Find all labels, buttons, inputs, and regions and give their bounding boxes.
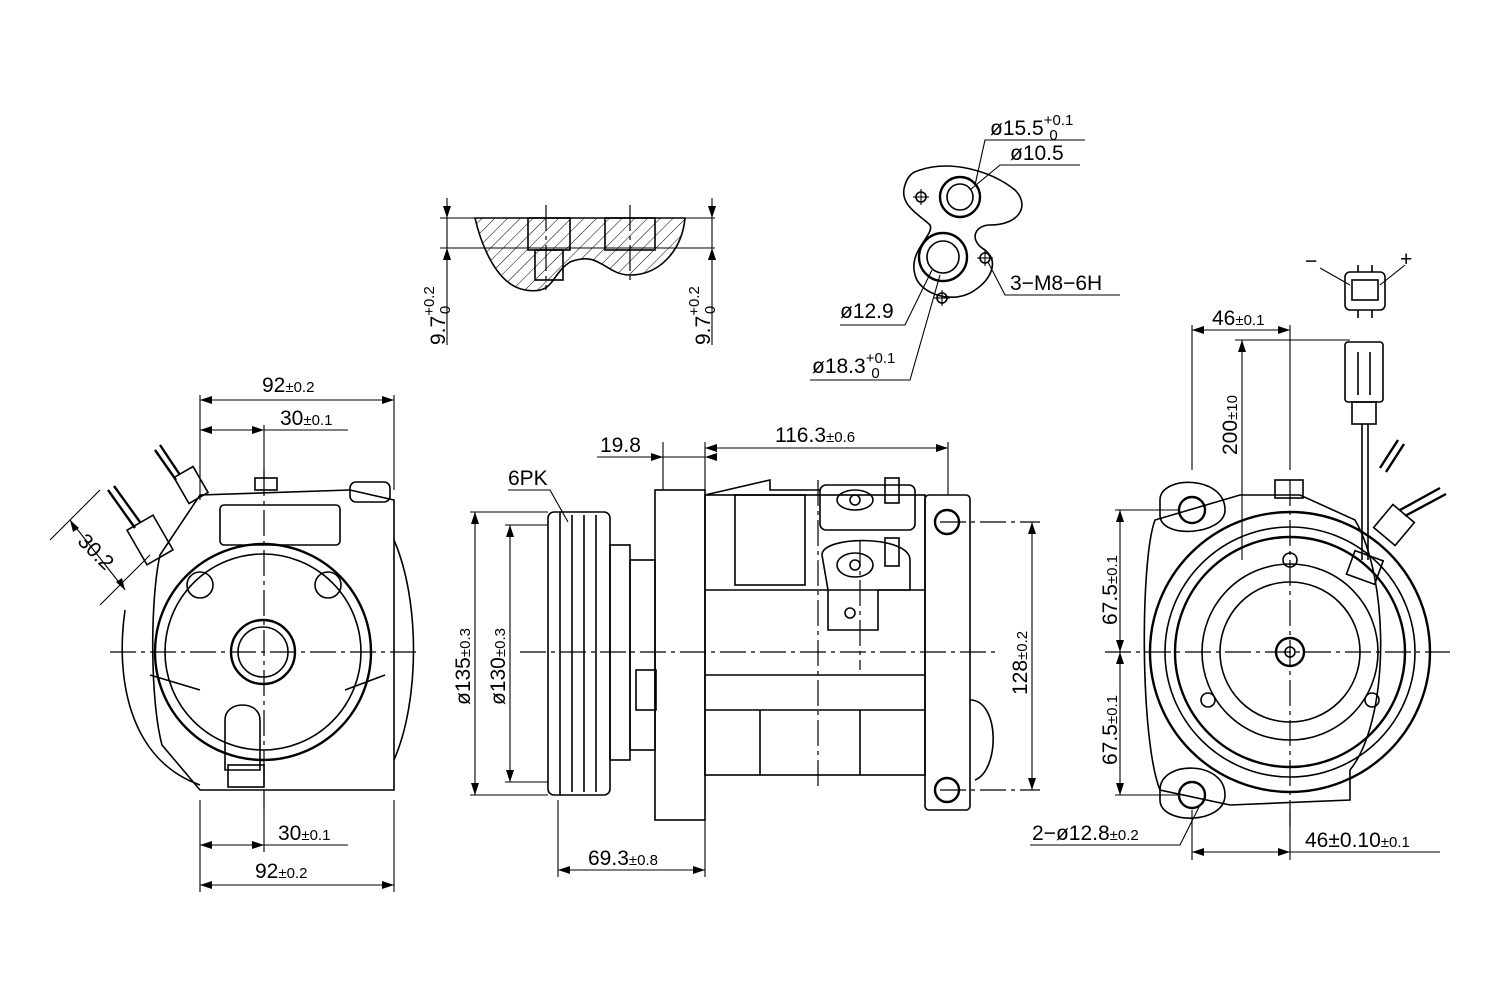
front-width-bottom: 92±0.2: [255, 860, 307, 883]
rear-upper-half: 67.5±0.1: [1099, 555, 1122, 625]
port-thread: 3−M8−6H: [1010, 272, 1102, 295]
rear-lead-offset: 46±0.1: [1212, 307, 1264, 330]
front-offset-bottom: 30±0.1: [278, 822, 330, 845]
side-pulley-type: 6PK: [508, 467, 548, 490]
connector-minus-label: −: [1305, 250, 1317, 273]
rear-lower-half: 67.5±0.1: [1099, 695, 1122, 765]
side-pulley-dia-inner: ø130±0.3: [487, 628, 510, 705]
rear-view: − +: [1030, 248, 1450, 860]
side-hub-offset: 19.8: [600, 434, 641, 457]
rear-mount-holes: 2−ø12.8±0.2: [1032, 822, 1139, 845]
flange-section: 9.7+0.20 9.7+0.20: [421, 198, 719, 345]
side-body-length: 116.3±0.6: [775, 424, 855, 447]
side-mount-height: 128±0.2: [1009, 631, 1032, 695]
front-offset-top: 30±0.1: [280, 407, 332, 430]
connector-icon: [1319, 264, 1406, 318]
connector-plus-label: +: [1400, 248, 1412, 271]
front-width-top: 92±0.2: [262, 374, 314, 397]
front-view: 92±0.2 30±0.1 30±0.1 92±0.2 30.2: [49, 374, 420, 892]
side-view: 6PK 19.8 116.3±0.6 ø135±0.3 ø130±0.3 128…: [452, 424, 1040, 877]
flange-depth-left: 9.7+0.20: [421, 286, 454, 345]
side-pulley-dia-outer: ø135±0.3: [452, 628, 475, 705]
port-bore-small: ø10.5: [1010, 142, 1064, 165]
flange-depth-right: 9.7+0.20: [686, 286, 719, 345]
port-bore-lower: ø12.9: [840, 300, 894, 323]
rear-lead-length: 200±10: [1219, 395, 1242, 455]
side-pulley-to-mount: 69.3±0.8: [588, 847, 658, 870]
rear-bottom-offset: 46±0.10±0.1: [1305, 829, 1410, 852]
front-port-size: 30.2: [73, 530, 118, 575]
